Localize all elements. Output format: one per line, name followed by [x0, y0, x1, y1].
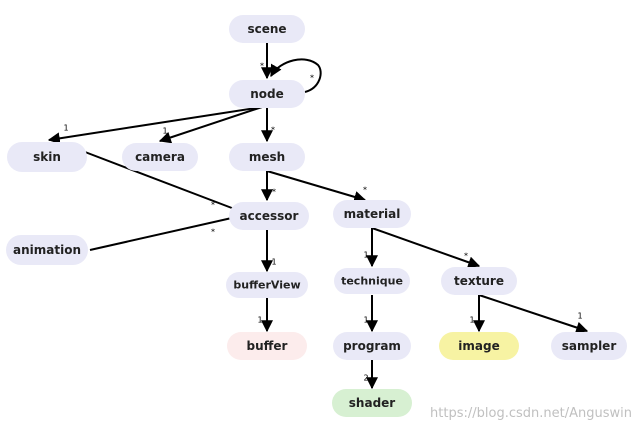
- node-skin: skin: [7, 142, 87, 172]
- node-skin-label: skin: [33, 150, 61, 164]
- node-image-label: image: [458, 339, 499, 353]
- node-mesh-label: mesh: [249, 150, 285, 164]
- multiplicity-label-node-to-skin: 1: [63, 124, 68, 133]
- node-technique-pill: [334, 268, 410, 294]
- node-sampler-pill: [551, 332, 627, 360]
- node-sampler: sampler: [551, 332, 627, 360]
- multiplicity-label-program-to-shader: 2: [363, 374, 368, 383]
- node-texture-label: texture: [454, 274, 504, 288]
- edge-node-to-skin: [47, 106, 263, 145]
- node-image-pill: [439, 332, 519, 360]
- edges-layer: [47, 43, 589, 390]
- nodes-layer: scene node skin camera mesh accessor animation…: [6, 15, 627, 417]
- node-node-label: node: [250, 87, 284, 101]
- multiplicity-label-mesh-to-accessor: *: [272, 188, 276, 197]
- node-mesh: mesh: [229, 143, 305, 171]
- node-node: node: [229, 80, 305, 108]
- node-scene-label: scene: [247, 22, 286, 36]
- node-technique: technique: [334, 268, 410, 294]
- node-shader-label: shader: [349, 396, 396, 410]
- edge-mesh-to-material: [266, 170, 367, 203]
- node-technique-label: technique: [341, 275, 403, 288]
- multiplicity-label-material-to-technique: 1: [363, 251, 368, 260]
- node-camera-label: camera: [135, 150, 185, 164]
- edge-skin-to-accessor: [84, 151, 247, 215]
- multiplicity-label-material-to-texture: *: [464, 252, 468, 261]
- node-material: material: [333, 200, 411, 228]
- node-texture: texture: [441, 267, 517, 295]
- multiplicity-label-node-to-mesh: *: [271, 126, 275, 135]
- node-image: image: [439, 332, 519, 360]
- multiplicity-label-accessor-to-bufferView: 1: [271, 258, 276, 267]
- node-animation-label: animation: [13, 243, 81, 257]
- node-accessor-pill: [229, 202, 309, 230]
- node-animation-pill: [6, 235, 88, 265]
- multiplicity-label-bufferView-to-buffer: 1: [257, 316, 262, 325]
- multiplicity-label-node-to-camera: 1: [162, 127, 167, 136]
- node-bufferView: bufferView: [226, 272, 308, 298]
- node-bufferView-pill: [226, 272, 308, 298]
- node-program-pill: [333, 332, 411, 360]
- node-buffer-label: buffer: [247, 339, 288, 353]
- node-texture-pill: [441, 267, 517, 295]
- node-node-pill: [229, 80, 305, 108]
- node-program: program: [333, 332, 411, 360]
- edge-material-to-texture: [371, 227, 481, 269]
- node-buffer-pill: [227, 332, 307, 360]
- node-buffer: buffer: [227, 332, 307, 360]
- node-accessor-label: accessor: [240, 209, 299, 223]
- watermark: https://blog.csdn.net/Anguswin: [430, 406, 632, 421]
- edge-animation-to-accessor: [89, 211, 247, 251]
- multiplicity-label-technique-to-program: 1: [363, 316, 368, 325]
- edge-node-to-node: [270, 58, 322, 93]
- node-program-label: program: [343, 339, 401, 353]
- multiplicity-label-texture-to-image: 1: [469, 316, 474, 325]
- multiplicity-label-skin-to-accessor: *: [211, 201, 215, 210]
- multiplicity-label-node-to-node: *: [310, 74, 314, 83]
- node-mesh-pill: [229, 143, 305, 171]
- node-sampler-label: sampler: [562, 339, 617, 353]
- edge-texture-to-sampler: [478, 294, 589, 334]
- node-shader: shader: [332, 389, 412, 417]
- multiplicity-label-mesh-to-material: *: [363, 186, 367, 195]
- node-animation: animation: [6, 235, 88, 265]
- node-scene: scene: [229, 15, 305, 43]
- node-scene-pill: [229, 15, 305, 43]
- node-bufferView-label: bufferView: [233, 279, 300, 292]
- node-material-pill: [333, 200, 411, 228]
- node-material-label: material: [344, 207, 401, 221]
- node-shader-pill: [332, 389, 412, 417]
- node-camera-pill: [122, 143, 198, 171]
- multiplicity-label-scene-to-node: *: [260, 62, 264, 71]
- edge-node-to-camera: [158, 106, 263, 144]
- multiplicity-label-animation-to-accessor: *: [211, 228, 215, 237]
- labels-layer: * * 1 1 * * * * * 1 1 1 * 1 2 1 1: [63, 62, 582, 383]
- node-skin-pill: [7, 142, 87, 172]
- node-camera: camera: [122, 143, 198, 171]
- node-accessor: accessor: [229, 202, 309, 230]
- multiplicity-label-texture-to-sampler: 1: [577, 312, 582, 321]
